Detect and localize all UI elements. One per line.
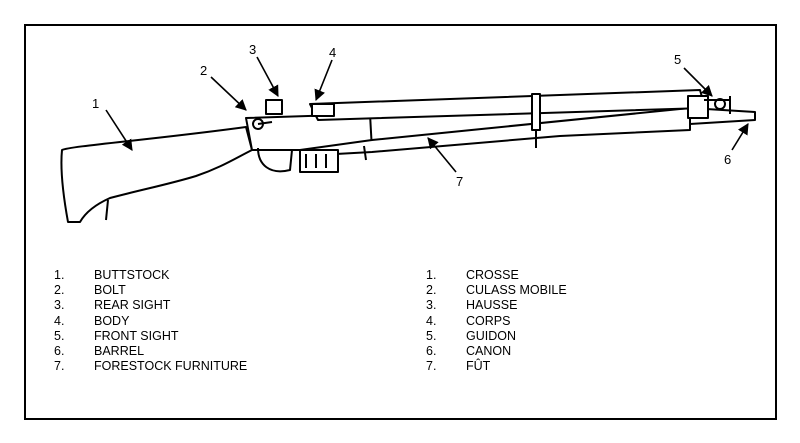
trigger-guard-shape [257, 147, 293, 173]
magazine-shape [299, 149, 339, 173]
legend-row: 1.CROSSE [426, 268, 519, 282]
front-sight-shape [687, 95, 709, 119]
figure-frame [24, 24, 777, 420]
legend-row: 6.BARREL [54, 344, 145, 359]
rear-sight-shape [265, 99, 283, 115]
legend-row: 4.BODY [54, 313, 130, 328]
legend-french: 1.CROSSE 2.CULASS MOBILE 3.HAUSSE 4.CORP… [426, 268, 567, 374]
buttstock-shape [60, 126, 253, 223]
callout-leaders [105, 56, 749, 173]
legend-row: 5.FRONT SIGHT [54, 328, 179, 343]
legend-row: 7.FÛT [426, 359, 491, 374]
callout-numbers: 1 2 3 4 5 6 7 [92, 42, 731, 189]
legend-row: 7.FORESTOCK FURNITURE [54, 359, 248, 374]
legend-row: 1.BUTTSTOCK [54, 268, 170, 282]
callout-7: 7 [456, 174, 463, 189]
callout-2: 2 [200, 63, 207, 78]
butt-plate-spike [105, 199, 109, 221]
barrel-band-shape [531, 93, 541, 131]
rifle-drawing [60, 89, 756, 223]
legend-row: 4.CORPS [426, 313, 511, 328]
legend-row: 5.GUIDON [426, 328, 516, 343]
legend-row: 3.REAR SIGHT [54, 298, 171, 313]
legend-row: 2.CULASS MOBILE [426, 283, 567, 298]
callout-3: 3 [249, 42, 256, 57]
legend-row: 6.CANON [426, 344, 512, 359]
callout-6: 6 [724, 152, 731, 167]
callout-4: 4 [329, 45, 336, 60]
legend-row: 2.BOLT [54, 283, 126, 298]
legend-row: 3.HAUSSE [426, 298, 518, 313]
callout-1: 1 [92, 96, 99, 111]
legend-english: 1.BUTTSTOCK 2.BOLT 3.REAR SIGHT 4.BODY 5… [54, 268, 247, 374]
callout-5: 5 [674, 52, 681, 67]
